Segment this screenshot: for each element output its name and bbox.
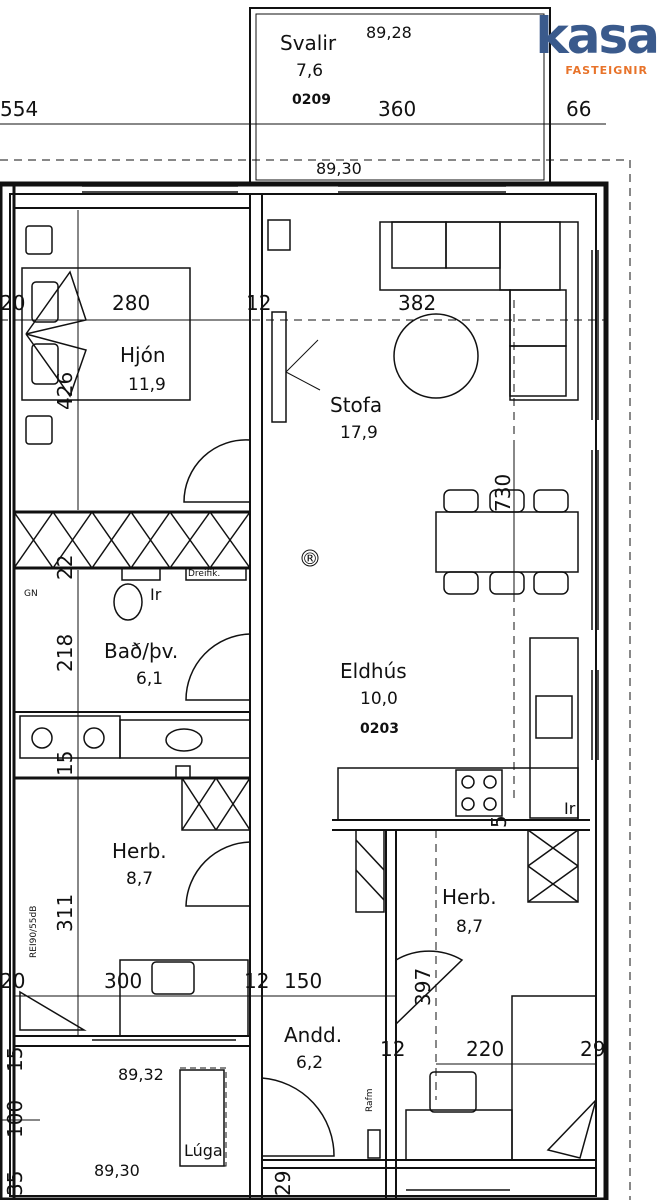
nightstands — [25, 225, 53, 445]
room-hjon-area: 11,9 — [128, 375, 166, 395]
dim-100: 100 — [3, 1100, 27, 1138]
dim-554: 554 — [0, 97, 38, 121]
wardrobe-herb-right — [355, 829, 579, 913]
dim-66: 66 — [566, 97, 591, 121]
registered-mark: ® — [302, 549, 318, 568]
room-herb-left-name: Herb. — [112, 839, 167, 863]
room-andd-name: Andd. — [284, 1023, 342, 1047]
dim-5: 5 — [487, 815, 511, 828]
elevation-top: 89,28 — [366, 23, 412, 42]
kitchen — [337, 637, 579, 821]
room-eldhus-name: Eldhús — [340, 659, 407, 683]
registered-circle — [301, 549, 319, 567]
dim-311: 311 — [53, 894, 77, 932]
dim-29a: 29 — [580, 1037, 605, 1061]
room-svalir-area: 7,6 — [296, 61, 323, 81]
dim-35: 35 — [3, 1171, 27, 1196]
note-ir-top: Ir — [150, 585, 162, 604]
windows — [82, 185, 599, 1197]
room-hjon-name: Hjón — [120, 343, 166, 367]
dim-22: 22 — [53, 555, 77, 580]
dim-150: 150 — [284, 969, 322, 993]
room-stofa-name: Stofa — [330, 393, 382, 417]
note-ir-right: Ir — [564, 799, 576, 818]
room-svalir-name: Svalir — [280, 31, 337, 55]
dim-280: 280 — [112, 291, 150, 315]
room-luga-name: Lúga — [184, 1141, 223, 1160]
room-andd-area: 6,2 — [296, 1053, 323, 1073]
dim-20a: 20 — [0, 291, 25, 315]
dim-220: 220 — [466, 1037, 504, 1061]
dim-218: 218 — [53, 634, 77, 672]
dim-12b: 12 — [244, 969, 269, 993]
room-herb-left-area: 8,7 — [126, 869, 153, 889]
desks — [119, 959, 513, 1167]
wardrobe-herb-left — [181, 777, 251, 831]
dim-382: 382 — [398, 291, 436, 315]
bathroom-fixtures — [19, 567, 251, 779]
dim-15b: 15 — [3, 1047, 27, 1072]
note-rei: REI90/55dB — [29, 906, 39, 958]
room-herb-right-name: Herb. — [442, 885, 497, 909]
dim-730: 730 — [491, 474, 515, 512]
room-bad-name: Bað/þv. — [104, 639, 178, 663]
note-dreifik: Dreifik. — [188, 569, 220, 579]
dim-20b: 20 — [0, 969, 25, 993]
dim-12c: 12 — [380, 1037, 405, 1061]
dimension-lines — [0, 118, 606, 1121]
note-gn: GN — [24, 589, 38, 599]
luga-box — [179, 1067, 227, 1167]
dim-29b: 29 — [271, 1171, 295, 1196]
room-bad-area: 6,1 — [136, 669, 163, 689]
doors — [19, 439, 464, 1157]
brand-logo: kasa FASTEIGNIR — [490, 8, 660, 78]
dim-426: 426 — [53, 372, 77, 410]
room-eldhus-code: 0203 — [360, 721, 399, 737]
coffee-table — [393, 313, 479, 399]
dim-12a: 12 — [246, 291, 271, 315]
room-herb-right-area: 8,7 — [456, 917, 483, 937]
note-rafm: Rafm — [365, 1088, 375, 1112]
bed-double — [21, 267, 191, 401]
elevation-lower-left: 89,32 — [118, 1065, 164, 1084]
bed-single-right — [511, 995, 597, 1161]
room-stofa-area: 17,9 — [340, 423, 378, 443]
room-eldhus-area: 10,0 — [360, 689, 398, 709]
dim-397: 397 — [411, 968, 435, 1006]
dining-table — [435, 489, 579, 595]
brand-tagline: FASTEIGNIR — [565, 64, 648, 77]
dim-300: 300 — [104, 969, 142, 993]
wardrobe-hjon — [13, 511, 251, 569]
outer-walls — [0, 181, 609, 1200]
sofa — [379, 221, 579, 401]
dim-360: 360 — [378, 97, 416, 121]
elevation-bottom: 89,30 — [94, 1161, 140, 1180]
interior-walls — [13, 193, 597, 1200]
room-svalir-code: 0209 — [292, 92, 331, 108]
tv-unit — [267, 219, 321, 423]
brand-name: kasa — [535, 7, 660, 65]
elevation-upper: 89,30 — [316, 159, 362, 178]
dim-15: 15 — [53, 751, 77, 776]
